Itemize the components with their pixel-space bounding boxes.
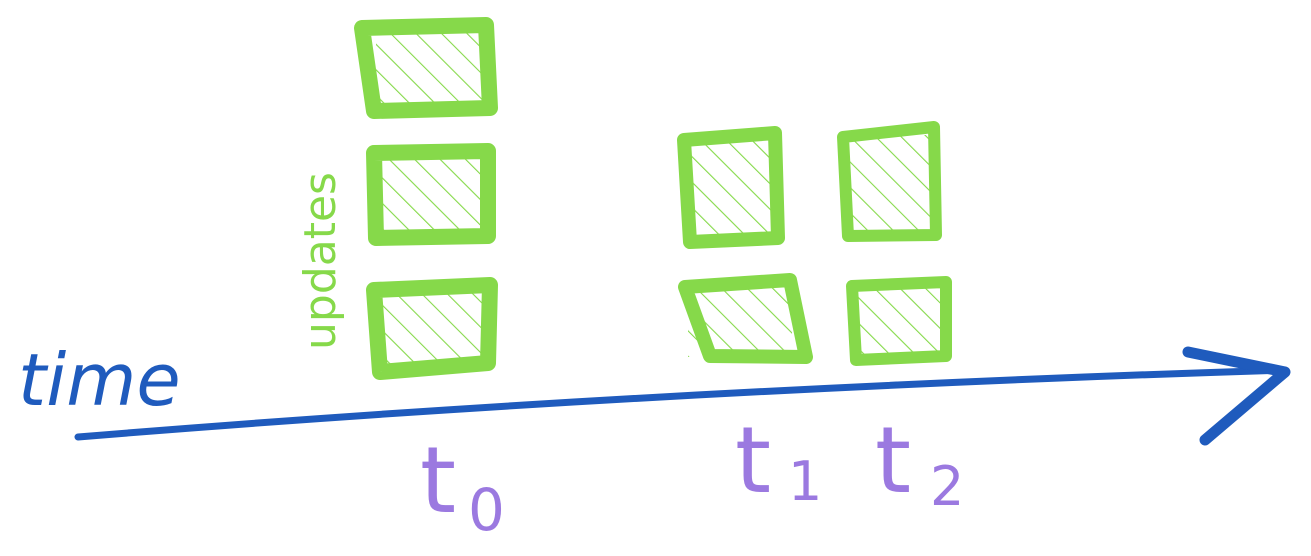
update-box — [354, 17, 498, 119]
t0-subscript: 0 — [468, 476, 505, 544]
t1-base: t — [735, 407, 771, 514]
label-t2: t 2 — [875, 407, 964, 518]
label-t1: t 1 — [735, 407, 822, 514]
group-t1-updates — [677, 126, 813, 364]
update-box — [677, 126, 785, 249]
group-t0-updates — [354, 17, 498, 380]
t2-base: t — [875, 407, 911, 514]
label-t0: t 0 — [420, 427, 505, 544]
t0-base: t — [420, 427, 456, 534]
update-box — [837, 121, 942, 242]
update-box — [366, 277, 498, 380]
update-box — [678, 273, 813, 364]
time-label: time — [18, 338, 181, 422]
t2-subscript: 2 — [930, 455, 964, 518]
timeline-axis — [74, 366, 1289, 441]
group-t2-updates — [837, 121, 952, 366]
update-box — [366, 143, 496, 246]
timeline-arrowhead — [1182, 346, 1291, 446]
update-box — [846, 276, 952, 366]
t1-subscript: 1 — [788, 450, 822, 513]
updates-label: updates — [295, 172, 346, 350]
timeline — [74, 346, 1291, 446]
